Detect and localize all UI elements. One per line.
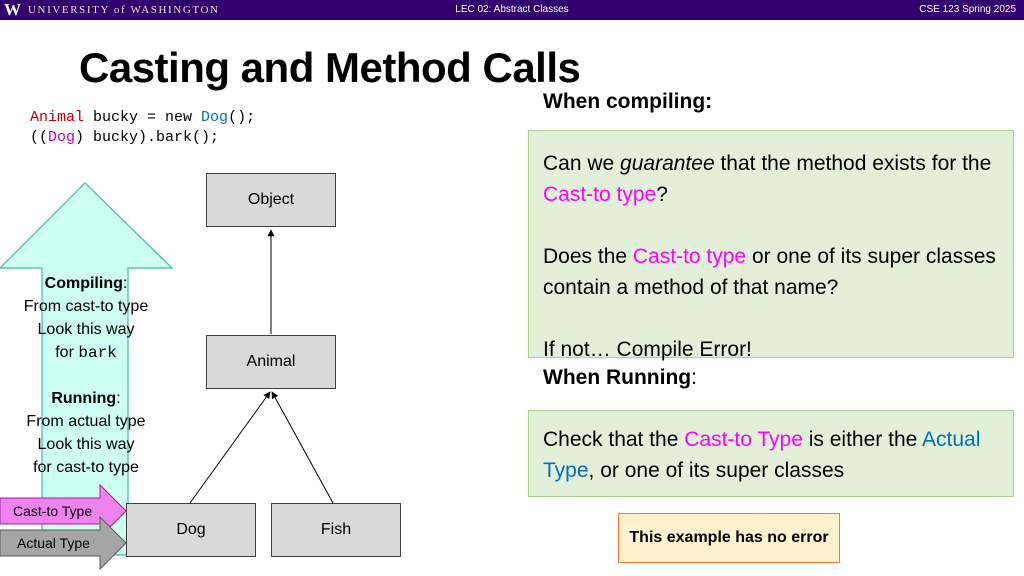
- code-text: bucky = new: [84, 109, 202, 126]
- compile-error-note: If not… Compile Error!: [543, 338, 752, 361]
- dog-to-animal-line: [189, 391, 271, 504]
- code-text: ((: [30, 129, 49, 146]
- fish-to-animal-line: [271, 391, 334, 504]
- code-line-2: ((Dog) bucky).bark();: [30, 129, 219, 146]
- code-actual-type: Dog: [201, 109, 229, 126]
- fish-class-box: Fish: [271, 503, 401, 557]
- compiling-box: Can we guarantee that the method exists …: [528, 130, 1014, 361]
- compiling-line: From cast-to type: [23, 298, 149, 315]
- no-error-note: This example has no error: [618, 513, 840, 563]
- dog-class-box: Dog: [126, 503, 256, 557]
- actual-type-pointer-icon: [0, 515, 127, 571]
- running-line: Look this way: [37, 436, 135, 453]
- running-line: From actual type: [26, 413, 146, 430]
- code-text: ) bucky).bark();: [75, 129, 220, 146]
- animal-class-box: Animal: [206, 335, 336, 389]
- lecture-title: LEC 02: Abstract Classes: [455, 4, 569, 15]
- compile-question-2: Does the Cast-to type or one of its supe…: [543, 245, 996, 299]
- university-name: UNIVERSITY of WASHINGTON: [28, 4, 220, 16]
- compiling-note: Compiling: From cast-to type Look this w…: [0, 272, 172, 365]
- compiling-heading: Compiling:: [44, 275, 128, 292]
- running-line: for cast-to type: [33, 459, 139, 476]
- when-running-heading: When Running:: [543, 366, 697, 389]
- compiling-line: for bark: [55, 344, 117, 362]
- running-check-text: Check that the Cast-to Type is either th…: [543, 428, 981, 482]
- code-text: ();: [228, 109, 256, 126]
- code-declared-type: Animal: [30, 109, 85, 126]
- code-line-1: Animal bucky = new Dog();: [30, 109, 255, 126]
- compile-question-1: Can we guarantee that the method exists …: [543, 152, 992, 206]
- running-note: Running: From actual type Look this way …: [0, 387, 172, 479]
- course-name: CSE 123 Spring 2025: [919, 4, 1016, 15]
- compiling-line: Look this way: [37, 321, 135, 338]
- code-cast-type: Dog: [48, 129, 76, 146]
- running-box: Check that the Cast-to Type is either th…: [528, 410, 1014, 497]
- object-class-box: Object: [206, 173, 336, 227]
- when-compiling-heading: When compiling:: [543, 90, 713, 113]
- running-heading: Running:: [51, 390, 121, 407]
- slide-title: Casting and Method Calls: [79, 44, 581, 91]
- cast-to-type-label: Cast-to Type: [13, 503, 93, 519]
- actual-type-label: Actual Type: [17, 535, 90, 551]
- uw-logo-icon: W: [4, 0, 21, 19]
- header-bar: W UNIVERSITY of WASHINGTON LEC 02: Abstr…: [0, 0, 1024, 20]
- cast-to-pointer-icon: [0, 483, 127, 539]
